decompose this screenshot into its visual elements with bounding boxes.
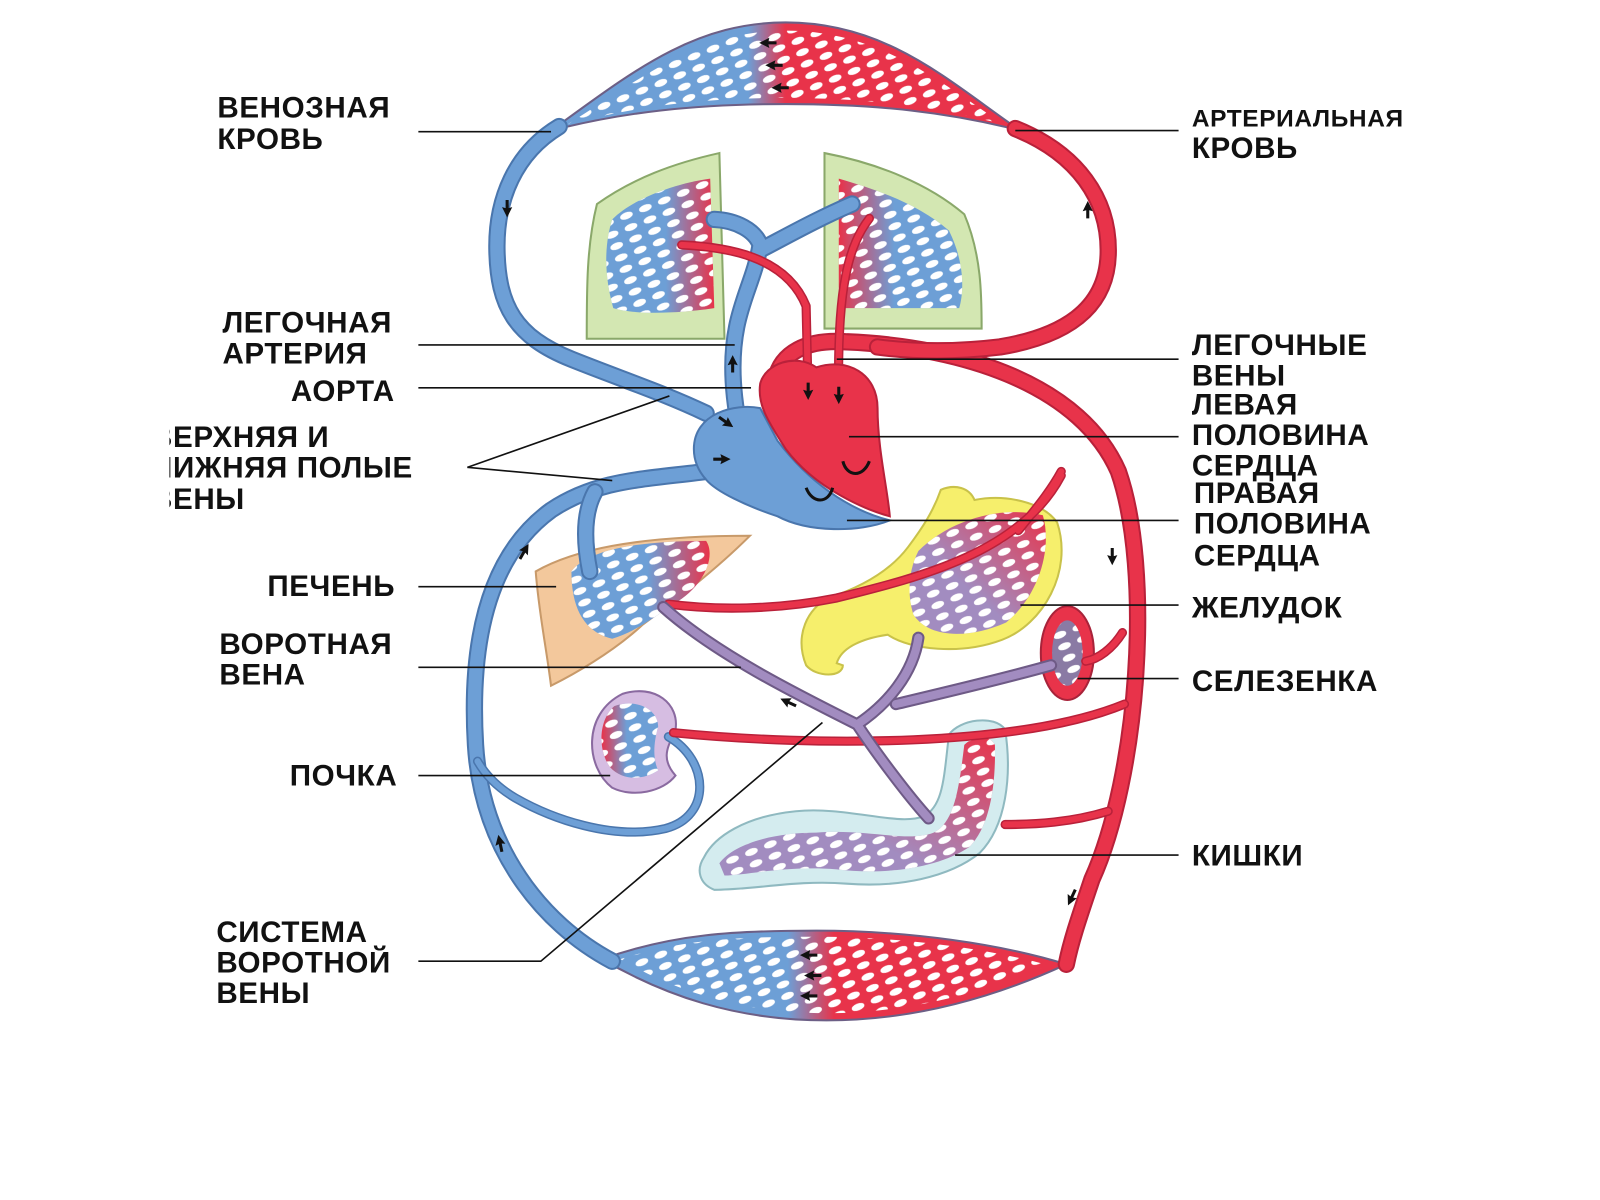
kidney-mesh — [601, 703, 659, 778]
left-ventricle-flow-icon — [841, 460, 871, 475]
label-portal-system-line3: ВЕНЫ — [216, 977, 310, 1010]
labels-right: АРТЕРИАЛЬНАЯ КРОВЬ ЛЕГОЧНЫЕ ВЕНЫ ЛЕВАЯ П… — [1191, 106, 1404, 873]
flow-arrows — [495, 37, 1118, 1002]
aorta — [768, 334, 1145, 971]
flow-arrow-icon — [765, 60, 783, 71]
upper-body-artery — [870, 121, 1115, 358]
label-vena-cava-line3: ВЕНЫ — [151, 483, 245, 516]
liver-mesh — [571, 540, 710, 639]
label-pulmonary-veins-line1: ЛЕГОЧНЫЕ — [1192, 329, 1368, 362]
right-heart-half — [692, 405, 894, 531]
lower-capillary-mesh — [620, 936, 1049, 1014]
flow-arrow-icon — [800, 950, 818, 961]
label-pulmonary-artery-line2: АРТЕРИЯ — [222, 337, 367, 370]
flow-arrow-icon — [727, 355, 738, 373]
hepatic-vein — [579, 485, 602, 579]
label-arterial-blood-line2: КРОВЬ — [1192, 132, 1298, 165]
label-vena-cava-line2: НИЖНЯЯ ПОЛЫЕ — [151, 452, 413, 485]
flow-arrow-icon — [803, 382, 814, 400]
splenic-artery — [1082, 629, 1126, 665]
labels-left: ВЕНОЗНАЯ КРОВЬ ЛЕГОЧНАЯ АРТЕРИЯ АОРТА ВЕ… — [151, 91, 413, 1010]
label-left-heart-line1: ЛЕВАЯ — [1192, 388, 1298, 421]
flow-arrow-icon — [518, 543, 529, 560]
label-right-heart-line3: СЕРДЦА — [1194, 539, 1321, 572]
label-vena-cava-line1: ВЕРХНЯЯ И — [151, 421, 329, 454]
label-spleen: СЕЛЕЗЕНКА — [1192, 665, 1378, 698]
flow-arrow-icon — [1107, 547, 1118, 566]
renal-vein — [474, 733, 703, 836]
label-left-heart-line2: ПОЛОВИНА — [1192, 419, 1370, 452]
left-heart-half — [758, 359, 891, 518]
bottom-capillary-network — [599, 929, 1070, 1022]
left-lung-mesh — [606, 178, 715, 313]
spleen-mesh — [1052, 620, 1083, 686]
kidney — [591, 690, 677, 794]
label-portal-vein-line2: ВЕНА — [219, 659, 305, 692]
left-lung — [585, 151, 726, 340]
pulmonary-artery — [707, 197, 859, 420]
portal-vein — [659, 603, 1056, 823]
label-portal-system-line1: СИСТЕМА — [216, 916, 367, 949]
label-stomach: ЖЕЛУДОК — [1191, 591, 1343, 624]
stomach — [800, 486, 1063, 676]
renal-artery — [670, 701, 1128, 745]
flow-arrow-icon — [1082, 201, 1093, 219]
label-right-heart-line1: ПРАВАЯ — [1194, 477, 1320, 510]
portal-vein-system — [657, 601, 1058, 825]
arterial-vessels — [663, 119, 1147, 973]
stomach-mesh — [909, 512, 1046, 634]
flow-arrow-icon — [833, 386, 844, 405]
lower-vena-cava — [467, 464, 713, 968]
upper-capillary-mesh — [567, 30, 1005, 125]
label-liver: ПЕЧЕНЬ — [267, 570, 395, 603]
flow-arrow-icon — [780, 698, 797, 708]
right-lung — [823, 151, 983, 330]
flow-arrow-icon — [1067, 888, 1077, 906]
right-ventricle-flow-icon — [804, 487, 835, 502]
leader-portal-system — [418, 721, 823, 963]
label-vena-cava: ВЕРХНЯЯ И НИЖНЯЯ ПОЛЫЕ ВЕНЫ — [151, 421, 413, 516]
flow-arrow-icon — [759, 37, 777, 48]
label-portal-vein-line1: ВОРОТНАЯ — [219, 628, 392, 661]
label-pulmonary-veins-line2: ВЕНЫ — [1192, 360, 1286, 393]
label-venous-blood-line2: КРОВЬ — [217, 123, 323, 156]
label-intestines: КИШКИ — [1192, 839, 1303, 872]
flow-arrow-icon — [718, 415, 734, 428]
gastric-hepatic-artery — [665, 468, 1065, 612]
flow-arrow-icon — [502, 200, 513, 218]
label-arterial-blood-line1: АРТЕРИАЛЬНАЯ — [1192, 106, 1404, 133]
flow-arrow-icon — [804, 970, 822, 981]
heart — [692, 359, 894, 531]
label-aorta: АОРТА — [291, 375, 395, 408]
flow-arrow-icon — [495, 834, 506, 853]
flow-arrow-icon — [771, 82, 789, 93]
intestinal-artery — [1002, 808, 1112, 828]
flow-arrow-icon — [713, 454, 731, 465]
upper-vena-cava — [490, 119, 713, 420]
intestine-mesh — [719, 737, 996, 876]
spleen — [1039, 605, 1095, 702]
right-lung-mesh — [838, 178, 963, 309]
top-capillary-network — [550, 21, 1021, 132]
leader-vena-cava-upper — [467, 395, 670, 469]
label-venous-blood-line1: ВЕНОЗНАЯ — [217, 91, 390, 124]
label-kidney: ПОЧКА — [290, 760, 398, 793]
label-right-heart-line2: ПОЛОВИНА — [1194, 508, 1372, 541]
leader-lines — [418, 129, 1179, 963]
label-left-heart-line3: СЕРДЦА — [1192, 450, 1319, 483]
label-pulmonary-artery-line1: ЛЕГОЧНАЯ — [222, 307, 392, 340]
leader-vena-cava-lower — [467, 466, 613, 482]
venous-vessels — [465, 117, 861, 970]
flow-arrow-icon — [800, 990, 818, 1002]
label-portal-system-line2: ВОРОТНОЙ — [216, 945, 391, 979]
